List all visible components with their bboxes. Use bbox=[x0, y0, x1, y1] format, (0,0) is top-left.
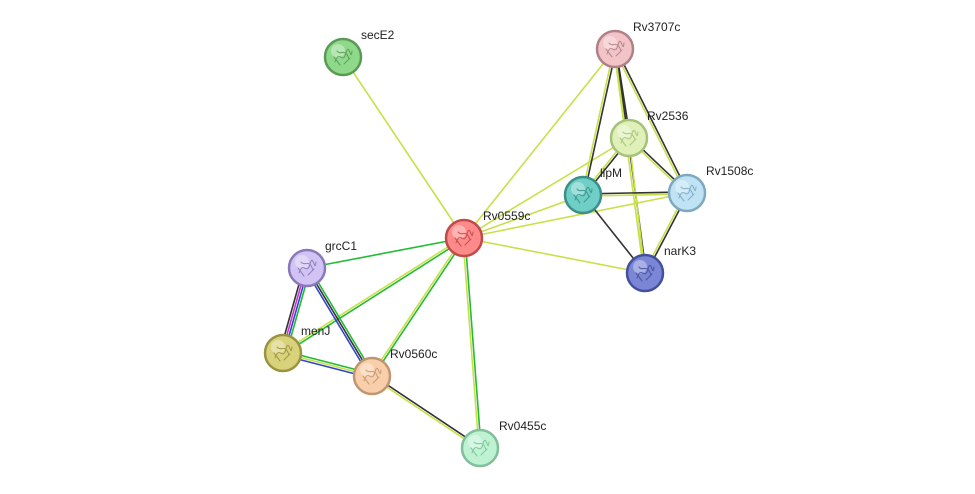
protein-structure-icon bbox=[470, 439, 490, 457]
node-lipM[interactable]: lipM bbox=[563, 166, 622, 215]
node-circle bbox=[263, 333, 303, 373]
edge-Rv0559c-secE2[interactable] bbox=[342, 56, 465, 239]
node-grcC1[interactable]: grcC1 bbox=[287, 239, 357, 288]
node-label: narK3 bbox=[664, 244, 696, 258]
edge-evidence-line bbox=[628, 137, 646, 274]
edge-evidence-line bbox=[370, 236, 464, 376]
node-Rv0560c[interactable]: Rv0560c bbox=[352, 347, 437, 396]
edge-Rv0559c-narK3[interactable] bbox=[463, 237, 646, 274]
node-circle bbox=[460, 428, 500, 468]
node-circle bbox=[352, 356, 392, 396]
edge-Rv0559c-lipM[interactable] bbox=[463, 194, 584, 239]
protein-structure-icon bbox=[573, 186, 593, 204]
node-label: menJ bbox=[301, 324, 330, 338]
node-label: Rv0559c bbox=[483, 209, 530, 223]
edge-evidence-line bbox=[304, 268, 371, 378]
node-label: grcC1 bbox=[325, 239, 357, 253]
protein-structure-icon bbox=[605, 40, 625, 58]
node-Rv3707c[interactable]: Rv3707c bbox=[595, 20, 680, 69]
node-highlight bbox=[468, 435, 482, 449]
node-highlight bbox=[271, 340, 285, 354]
node-label: Rv3707c bbox=[633, 20, 680, 34]
node-narK3[interactable]: narK3 bbox=[625, 244, 696, 293]
protein-structure-icon bbox=[635, 264, 655, 282]
edge-Rv0559c-menJ[interactable] bbox=[281, 236, 466, 355]
edge-evidence-line bbox=[613, 49, 645, 274]
node-circle bbox=[563, 175, 603, 215]
node-highlight bbox=[633, 260, 647, 274]
node-secE2[interactable]: secE2 bbox=[323, 28, 395, 77]
node-label: Rv0560c bbox=[390, 347, 437, 361]
edge-evidence-line bbox=[283, 238, 466, 355]
protein-structure-icon bbox=[362, 367, 382, 385]
node-label: Rv1508c bbox=[706, 164, 753, 178]
node-Rv1508c[interactable]: Rv1508c bbox=[667, 164, 753, 213]
edge-Rv0559c-grcC1[interactable] bbox=[306, 237, 465, 269]
node-highlight bbox=[617, 125, 631, 139]
edge-evidence-line bbox=[463, 194, 584, 239]
edge-Rv0560c-Rv0455c[interactable] bbox=[370, 374, 482, 450]
edge-evidence-line bbox=[583, 49, 617, 196]
node-highlight bbox=[603, 36, 617, 50]
edge-Rv2536-narK3[interactable] bbox=[628, 137, 646, 274]
node-circle bbox=[444, 218, 484, 258]
node-circle bbox=[287, 248, 327, 288]
edge-Rv3707c-Rv1508c[interactable] bbox=[613, 48, 689, 194]
edge-evidence-line bbox=[463, 192, 688, 239]
edge-Rv0559c-Rv3707c[interactable] bbox=[463, 48, 616, 239]
edge-Rv3707c-lipM[interactable] bbox=[581, 48, 617, 196]
protein-structure-icon bbox=[454, 229, 474, 247]
node-Rv0455c[interactable]: Rv0455c bbox=[460, 419, 546, 468]
edge-evidence-line bbox=[372, 374, 482, 448]
protein-structure-icon bbox=[677, 184, 697, 202]
edge-Rv0559c-Rv0560c[interactable] bbox=[370, 236, 466, 378]
edge-evidence-line bbox=[615, 48, 689, 193]
edge-Rv0559c-Rv0455c[interactable] bbox=[462, 237, 482, 449]
edge-evidence-line bbox=[281, 236, 464, 353]
edge-evidence-line bbox=[463, 48, 616, 239]
edge-evidence-line bbox=[308, 266, 375, 376]
node-circle bbox=[667, 173, 707, 213]
edge-evidence-line bbox=[463, 237, 646, 274]
edge-Rv0559c-Rv1508c[interactable] bbox=[463, 192, 688, 239]
edge-evidence-line bbox=[613, 49, 687, 194]
edge-evidence-line bbox=[306, 237, 465, 269]
protein-structure-icon bbox=[619, 129, 639, 147]
edge-evidence-line bbox=[372, 238, 466, 378]
node-Rv2536[interactable]: Rv2536 bbox=[609, 109, 689, 158]
edge-Rv0559c-Rv2536[interactable] bbox=[463, 137, 630, 239]
node-highlight bbox=[295, 255, 309, 269]
node-highlight bbox=[675, 180, 689, 194]
protein-structure-icon bbox=[297, 259, 317, 277]
node-label: secE2 bbox=[361, 28, 395, 42]
node-circle bbox=[323, 37, 363, 77]
edge-evidence-line bbox=[463, 137, 630, 239]
edge-evidence-line bbox=[464, 237, 482, 448]
node-highlight bbox=[452, 225, 466, 239]
node-highlight bbox=[360, 363, 374, 377]
edge-evidence-line bbox=[342, 56, 465, 239]
node-circle bbox=[609, 118, 649, 158]
node-Rv0559c[interactable]: Rv0559c bbox=[444, 209, 530, 258]
node-menJ[interactable]: menJ bbox=[263, 324, 330, 373]
edge-evidence-line bbox=[306, 267, 373, 377]
edge-evidence-line bbox=[581, 48, 615, 195]
protein-structure-icon bbox=[333, 48, 353, 66]
node-label: lipM bbox=[600, 166, 622, 180]
node-highlight bbox=[331, 44, 345, 58]
node-circle bbox=[625, 253, 665, 293]
edge-evidence-line bbox=[462, 238, 480, 449]
node-circle bbox=[595, 29, 635, 69]
protein-structure-icon bbox=[273, 344, 293, 362]
edge-grcC1-Rv0560c[interactable] bbox=[304, 266, 375, 378]
edge-evidence-line bbox=[370, 376, 480, 450]
node-label: Rv2536 bbox=[647, 109, 689, 123]
node-highlight bbox=[571, 182, 585, 196]
node-label: Rv0455c bbox=[499, 419, 546, 433]
